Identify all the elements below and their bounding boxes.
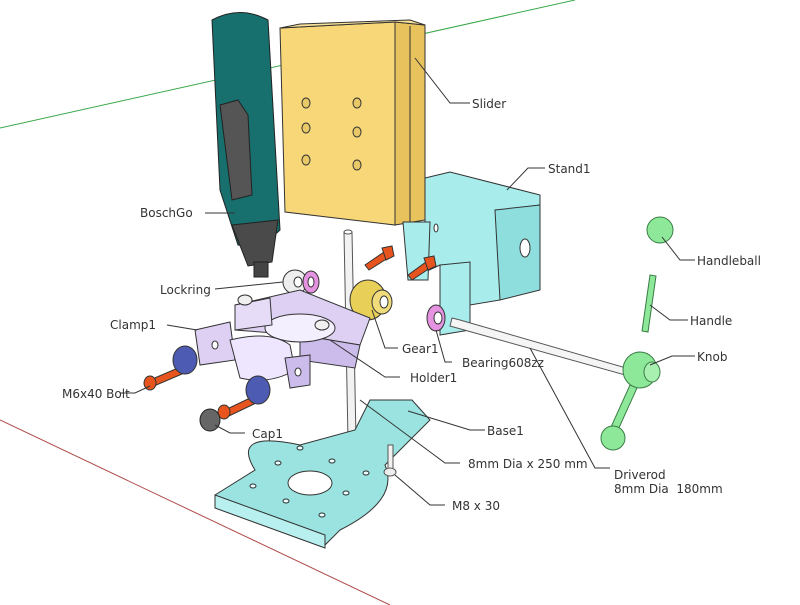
handleball-part	[646, 216, 674, 244]
label-lockring: Lockring	[160, 283, 211, 297]
label-rod: 8mm Dia x 250 mm	[468, 457, 588, 471]
label-driverod-spec: 8mm Dia 180mm	[614, 482, 723, 496]
label-m8: M8 x 30	[452, 499, 500, 513]
label-clamp: Clamp1	[110, 318, 157, 332]
label-slider: Slider	[472, 97, 507, 111]
m6-bolt-2	[217, 375, 271, 420]
stand-bolts	[364, 245, 437, 281]
label-knob: Knob	[697, 350, 728, 364]
cap-part	[199, 408, 221, 432]
clamp-part	[194, 321, 311, 389]
label-stand: Stand1	[548, 162, 591, 176]
label-handleball: Handleball	[697, 254, 761, 268]
slider-part	[279, 19, 426, 226]
stand-part	[402, 171, 541, 336]
label-gear: Gear1	[402, 342, 439, 356]
label-handle: Handle	[690, 314, 733, 328]
label-bearing: Bearing608zz	[462, 356, 544, 370]
m6-bolt-1	[143, 345, 198, 391]
label-base: Base1	[487, 424, 524, 438]
base-part	[214, 399, 431, 549]
leader-lines	[120, 57, 695, 506]
knob-part	[600, 351, 661, 451]
m8-bolt-part	[383, 444, 397, 477]
handle-part	[641, 274, 657, 333]
label-boschgo: BoschGo	[140, 206, 193, 220]
gear-part	[349, 279, 393, 321]
label-holder: Holder1	[410, 371, 458, 385]
label-cap: Cap1	[252, 427, 283, 441]
label-m6-bolt: M6x40 Bolt	[62, 387, 130, 401]
holder-part	[234, 289, 371, 369]
bearing-part	[426, 304, 446, 332]
label-driverod: Driverod	[614, 468, 666, 482]
boschgo-part	[211, 12, 281, 278]
red-axis	[0, 419, 391, 605]
